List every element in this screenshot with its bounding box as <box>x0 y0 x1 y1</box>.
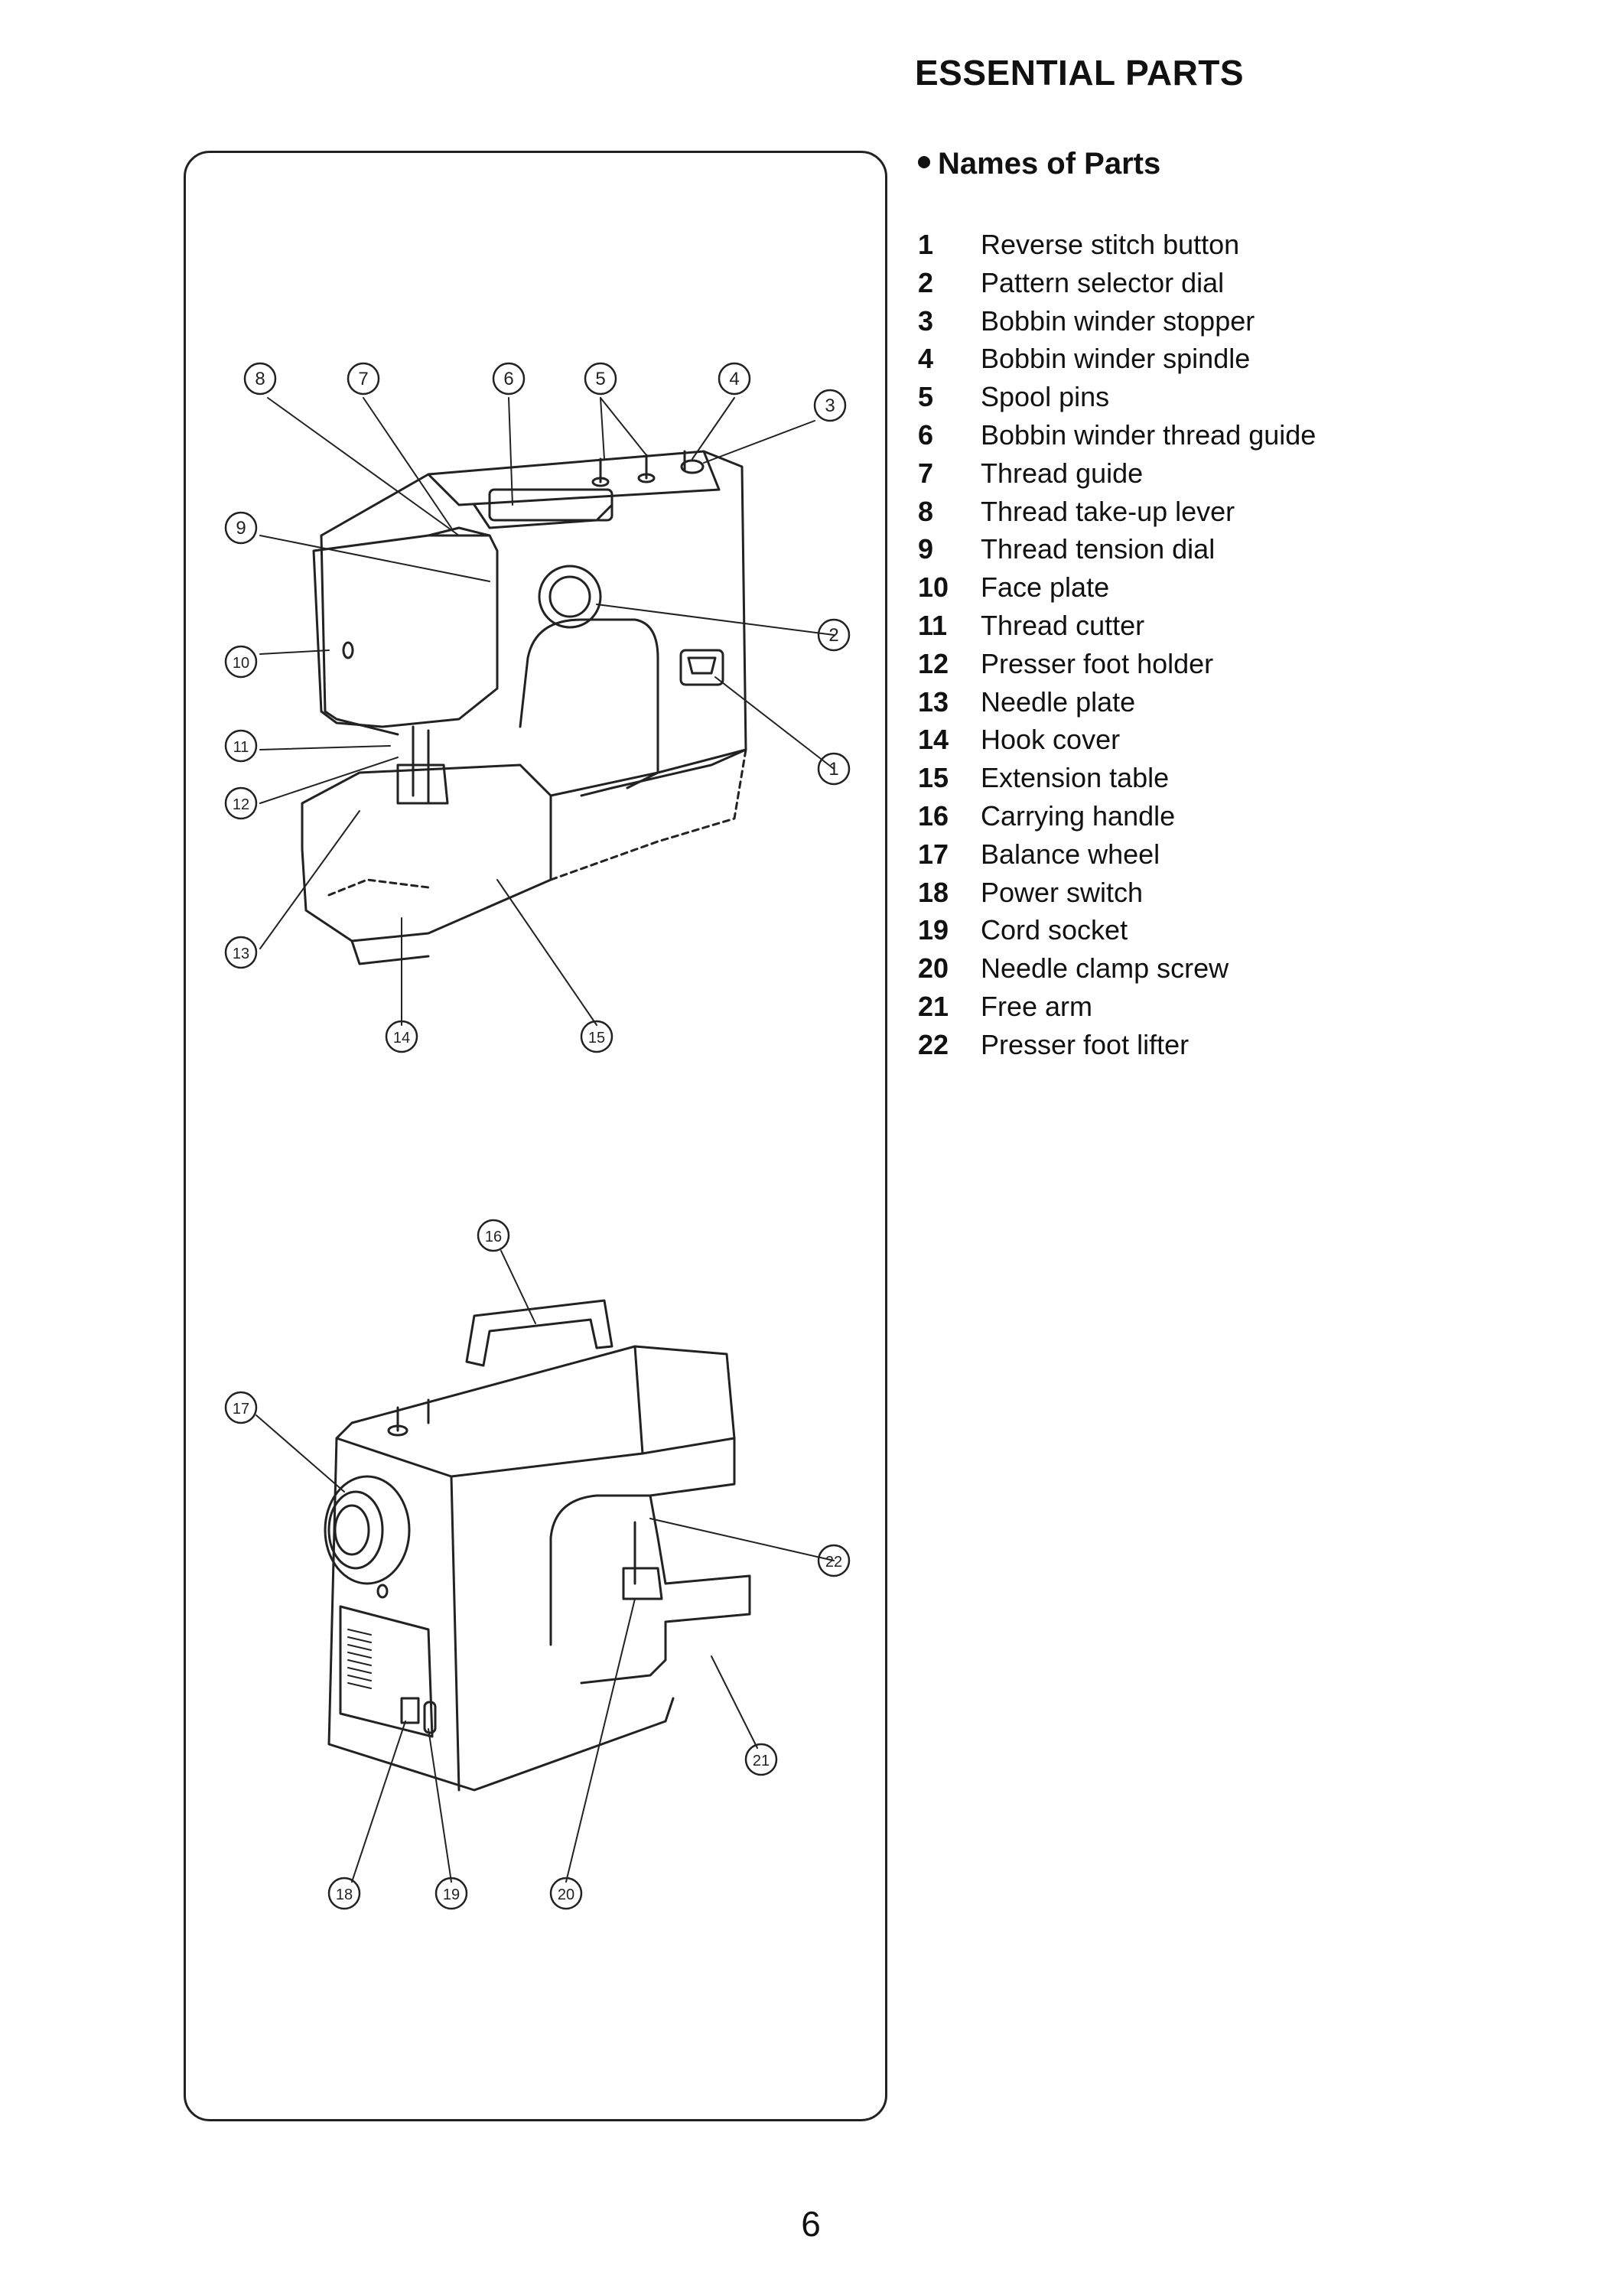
part-number: 6 <box>918 418 934 451</box>
rear-view-machine <box>324 1299 751 1792</box>
part-number: 7 <box>918 457 934 489</box>
part-name: Presser foot lifter <box>981 1028 1190 1060</box>
parts-list: 1 Reverse stitch button 2 Pattern selector… <box>918 226 1591 1064</box>
section-heading-text: Names of Parts <box>938 147 1161 181</box>
list-item: 16 Carrying handle <box>918 797 1591 835</box>
part-number: 19 <box>918 914 949 946</box>
list-item: 18 Power switch <box>918 874 1591 912</box>
callout-8: 8 <box>255 369 265 389</box>
callout-11: 11 <box>233 739 249 756</box>
list-item: 9 Thread tension dial <box>918 530 1591 568</box>
list-item: 8 Thread take-up lever <box>918 493 1591 531</box>
callout-5: 5 <box>595 369 605 389</box>
part-number: 16 <box>918 799 949 832</box>
part-number: 13 <box>918 685 949 718</box>
part-name: Presser foot holder <box>981 647 1214 679</box>
callout-18: 18 <box>336 1886 353 1903</box>
list-item: 21 Free arm <box>918 988 1591 1026</box>
callout-17: 17 <box>233 1401 249 1418</box>
callout-21: 21 <box>753 1753 770 1769</box>
part-name: Power switch <box>981 876 1144 908</box>
part-number: 10 <box>918 571 949 604</box>
part-name: Carrying handle <box>981 799 1176 832</box>
callout-20: 20 <box>558 1886 574 1903</box>
callout-15: 15 <box>588 1030 605 1047</box>
callout-10: 10 <box>233 655 249 672</box>
part-name: Free arm <box>981 990 1093 1022</box>
callout-16: 16 <box>485 1229 502 1245</box>
list-item: 12 Presser foot holder <box>918 645 1591 683</box>
list-item: 17 Balance wheel <box>918 835 1591 874</box>
callout-13: 13 <box>233 946 249 962</box>
list-item: 4 Bobbin winder spindle <box>918 340 1591 378</box>
list-item: 5 Spool pins <box>918 378 1591 416</box>
callout-9: 9 <box>236 518 246 539</box>
callout-19: 19 <box>443 1886 460 1903</box>
part-name: Thread cutter <box>981 609 1145 641</box>
part-name: Bobbin winder spindle <box>981 343 1251 375</box>
callout-4: 4 <box>729 369 739 389</box>
list-item: 6 Bobbin winder thread guide <box>918 416 1591 454</box>
list-item: 15 Extension table <box>918 759 1591 797</box>
part-name: Thread take-up lever <box>981 495 1235 527</box>
part-name: Cord socket <box>981 914 1128 946</box>
part-number: 4 <box>918 343 934 375</box>
list-item: 19 Cord socket <box>918 911 1591 949</box>
part-number: 20 <box>918 952 949 985</box>
part-number: 15 <box>918 762 949 794</box>
part-name: Extension table <box>981 762 1170 794</box>
part-number: 11 <box>918 609 948 641</box>
callout-3: 3 <box>825 396 835 416</box>
part-number: 14 <box>918 724 949 756</box>
list-item: 2 Pattern selector dial <box>918 264 1591 302</box>
page-title: ESSENTIAL PARTS <box>915 53 1245 93</box>
part-number: 22 <box>918 1028 949 1060</box>
figure-frame <box>184 151 887 2121</box>
page-number: 6 <box>801 2204 821 2244</box>
part-number: 3 <box>918 304 934 337</box>
part-name: Thread guide <box>981 457 1144 489</box>
part-name: Thread tension dial <box>981 533 1216 565</box>
part-name: Bobbin winder thread guide <box>981 418 1316 451</box>
part-name: Hook cover <box>981 724 1121 756</box>
list-item: 22 Presser foot lifter <box>918 1026 1591 1064</box>
part-number: 8 <box>918 495 934 527</box>
part-number: 1 <box>918 229 934 260</box>
callout-22: 22 <box>825 1554 842 1571</box>
part-name: Spool pins <box>981 381 1110 413</box>
list-item: 14 Hook cover <box>918 721 1591 759</box>
part-name: Reverse stitch button <box>981 229 1240 260</box>
list-item: 20 Needle clamp screw <box>918 949 1591 988</box>
bullet-icon <box>918 156 930 169</box>
part-number: 17 <box>918 838 949 870</box>
list-item: 3 Bobbin winder stopper <box>918 302 1591 340</box>
callout-2: 2 <box>828 625 838 646</box>
callout-6: 6 <box>503 369 513 389</box>
part-number: 18 <box>918 876 949 908</box>
part-name: Face plate <box>981 571 1110 604</box>
part-name: Balance wheel <box>981 838 1160 870</box>
part-number: 12 <box>918 647 949 679</box>
part-number: 5 <box>918 381 934 413</box>
part-number: 2 <box>918 266 934 298</box>
list-item: 7 Thread guide <box>918 454 1591 493</box>
callout-14: 14 <box>393 1030 410 1047</box>
section-heading: Names of Parts <box>918 147 1160 181</box>
list-item: 11 Thread cutter <box>918 607 1591 645</box>
list-item: 1 Reverse stitch button <box>918 226 1591 264</box>
part-number: 21 <box>918 990 949 1022</box>
part-name: Pattern selector dial <box>981 266 1225 298</box>
front-view-machine <box>301 450 747 965</box>
list-item: 10 Face plate <box>918 568 1591 607</box>
part-name: Bobbin winder stopper <box>981 304 1255 337</box>
part-number: 9 <box>918 533 934 565</box>
part-name: Needle clamp screw <box>981 952 1229 985</box>
part-name: Needle plate <box>981 685 1136 718</box>
callout-12: 12 <box>233 796 249 813</box>
list-item: 13 Needle plate <box>918 683 1591 721</box>
callout-1: 1 <box>828 759 838 780</box>
callout-7: 7 <box>358 369 368 389</box>
